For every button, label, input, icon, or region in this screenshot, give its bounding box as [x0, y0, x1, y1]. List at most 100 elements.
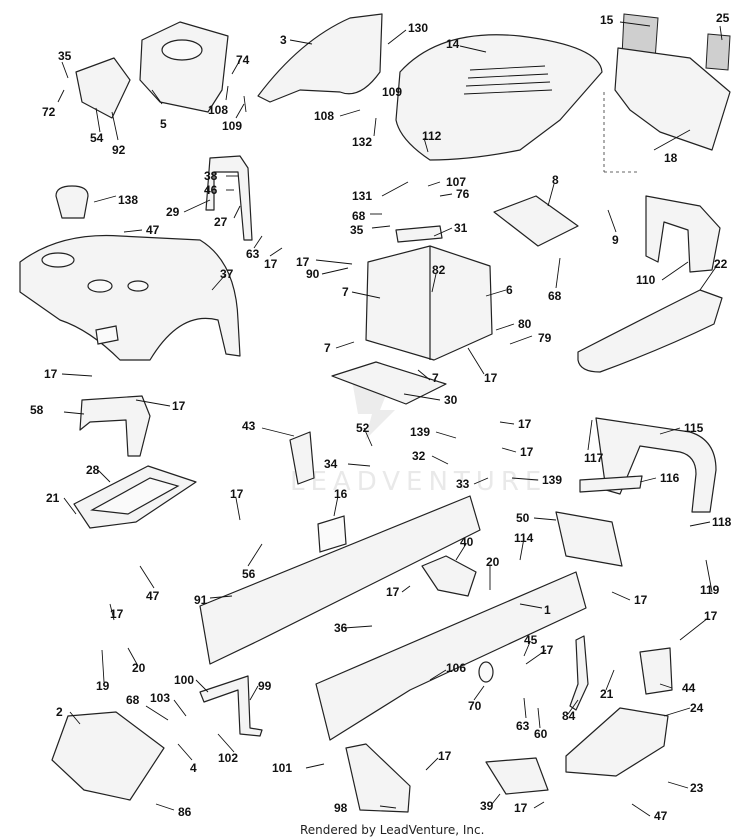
callout-114: 114: [514, 531, 534, 545]
callout-86: 86: [178, 805, 192, 819]
hood-vents: [463, 65, 553, 95]
callout-32: 32: [412, 449, 426, 463]
callout-17-h: 17: [230, 487, 244, 501]
part-plate-30: [331, 361, 447, 405]
part-tower-6: [365, 245, 493, 361]
callout-50: 50: [516, 511, 530, 525]
callout-labels: 15 25 130 3 14 35 74 72 109 108 5 109 54…: [30, 11, 732, 823]
callout-63-b: 63: [516, 719, 530, 733]
callout-7-c: 7: [432, 371, 439, 385]
part-rod-99: [199, 675, 263, 737]
callout-17-l: 17: [110, 607, 124, 621]
part-bracket-50: [555, 511, 623, 567]
fender-slot: [95, 325, 119, 345]
callout-8: 8: [552, 173, 559, 187]
callout-43: 43: [242, 419, 256, 433]
callout-17-o: 17: [514, 801, 528, 815]
callout-68: 68: [352, 209, 366, 223]
callout-63: 63: [246, 247, 260, 261]
callout-58: 58: [30, 403, 44, 417]
callout-18: 18: [664, 151, 678, 165]
part-frame-1: [315, 571, 587, 741]
part-console-5: [139, 21, 229, 113]
part-bracket-98: [345, 743, 411, 813]
callout-74: 74: [236, 53, 250, 67]
footrest-pad: [90, 477, 180, 515]
callout-56: 56: [242, 567, 256, 581]
callout-91: 91: [194, 593, 208, 607]
callout-1: 1: [544, 603, 551, 617]
callout-139: 139: [410, 425, 430, 439]
callout-33: 33: [456, 477, 470, 491]
part-bar-116: [579, 475, 643, 493]
part-side-panel-3: [257, 13, 383, 103]
callout-99: 99: [258, 679, 272, 693]
fender-hole-2: [87, 279, 113, 293]
callout-138: 138: [118, 193, 138, 207]
part-bracket-110: [645, 195, 721, 273]
callout-25: 25: [716, 11, 730, 25]
callout-76: 76: [456, 187, 470, 201]
callout-110: 110: [636, 273, 656, 287]
callout-98: 98: [334, 801, 348, 815]
callout-118: 118: [712, 515, 732, 529]
part-plate-8: [493, 195, 579, 247]
callout-103: 103: [150, 691, 170, 705]
callout-28: 28: [86, 463, 100, 477]
callout-60: 60: [534, 727, 548, 741]
callout-52: 52: [356, 421, 370, 435]
callout-115: 115: [684, 421, 704, 435]
callout-54: 54: [90, 131, 104, 145]
fender-hole-1: [41, 252, 75, 268]
part-bracket-58: [79, 395, 151, 457]
callout-117: 117: [584, 451, 604, 465]
callout-17-d: 17: [44, 367, 58, 381]
part-cup-138: [55, 185, 89, 219]
part-plate-92: [75, 57, 131, 119]
part-lever-84: [569, 635, 589, 711]
callout-38: 38: [204, 169, 218, 183]
callout-31: 31: [454, 221, 468, 235]
callout-27: 27: [214, 215, 228, 229]
callout-17-n: 17: [438, 749, 452, 763]
callout-131: 131: [352, 189, 372, 203]
part-footrest-24: [565, 707, 669, 777]
callout-109: 109: [382, 85, 402, 99]
callout-5: 5: [160, 117, 167, 131]
callout-106: 106: [446, 661, 466, 675]
part-bracket-39: [485, 757, 549, 795]
callout-36: 36: [334, 621, 348, 635]
callout-20-b: 20: [132, 661, 146, 675]
part-bumper-22: [577, 289, 723, 373]
part-hood-14: [395, 34, 603, 161]
callout-102: 102: [218, 751, 238, 765]
callout-17-e: 17: [172, 399, 186, 413]
callout-37: 37: [220, 267, 234, 281]
callout-23: 23: [690, 781, 704, 795]
callout-7: 7: [342, 285, 349, 299]
credit-text: Rendered by LeadVenture, Inc.: [300, 823, 484, 837]
callout-4: 4: [190, 761, 197, 775]
part-bracket-44: [639, 647, 673, 695]
callout-17-k: 17: [704, 609, 718, 623]
callout-47-b: 47: [146, 589, 160, 603]
part-tube-115: [595, 417, 717, 513]
callout-15: 15: [600, 13, 614, 27]
part-hood-front-18: [614, 47, 731, 151]
callout-139-b: 139: [542, 473, 562, 487]
callout-108-b: 108: [314, 109, 334, 123]
fender-hole-3: [127, 280, 149, 292]
callout-108: 108: [208, 103, 228, 117]
part-bracket-29: [205, 155, 253, 241]
callout-84: 84: [562, 709, 576, 723]
callout-16: 16: [334, 487, 348, 501]
callout-17-b: 17: [296, 255, 310, 269]
callout-22: 22: [714, 257, 728, 271]
callout-17-g: 17: [520, 445, 534, 459]
callout-47-c: 47: [654, 809, 668, 823]
callout-92: 92: [112, 143, 126, 157]
console-cup: [161, 39, 203, 61]
callout-39: 39: [480, 799, 494, 813]
